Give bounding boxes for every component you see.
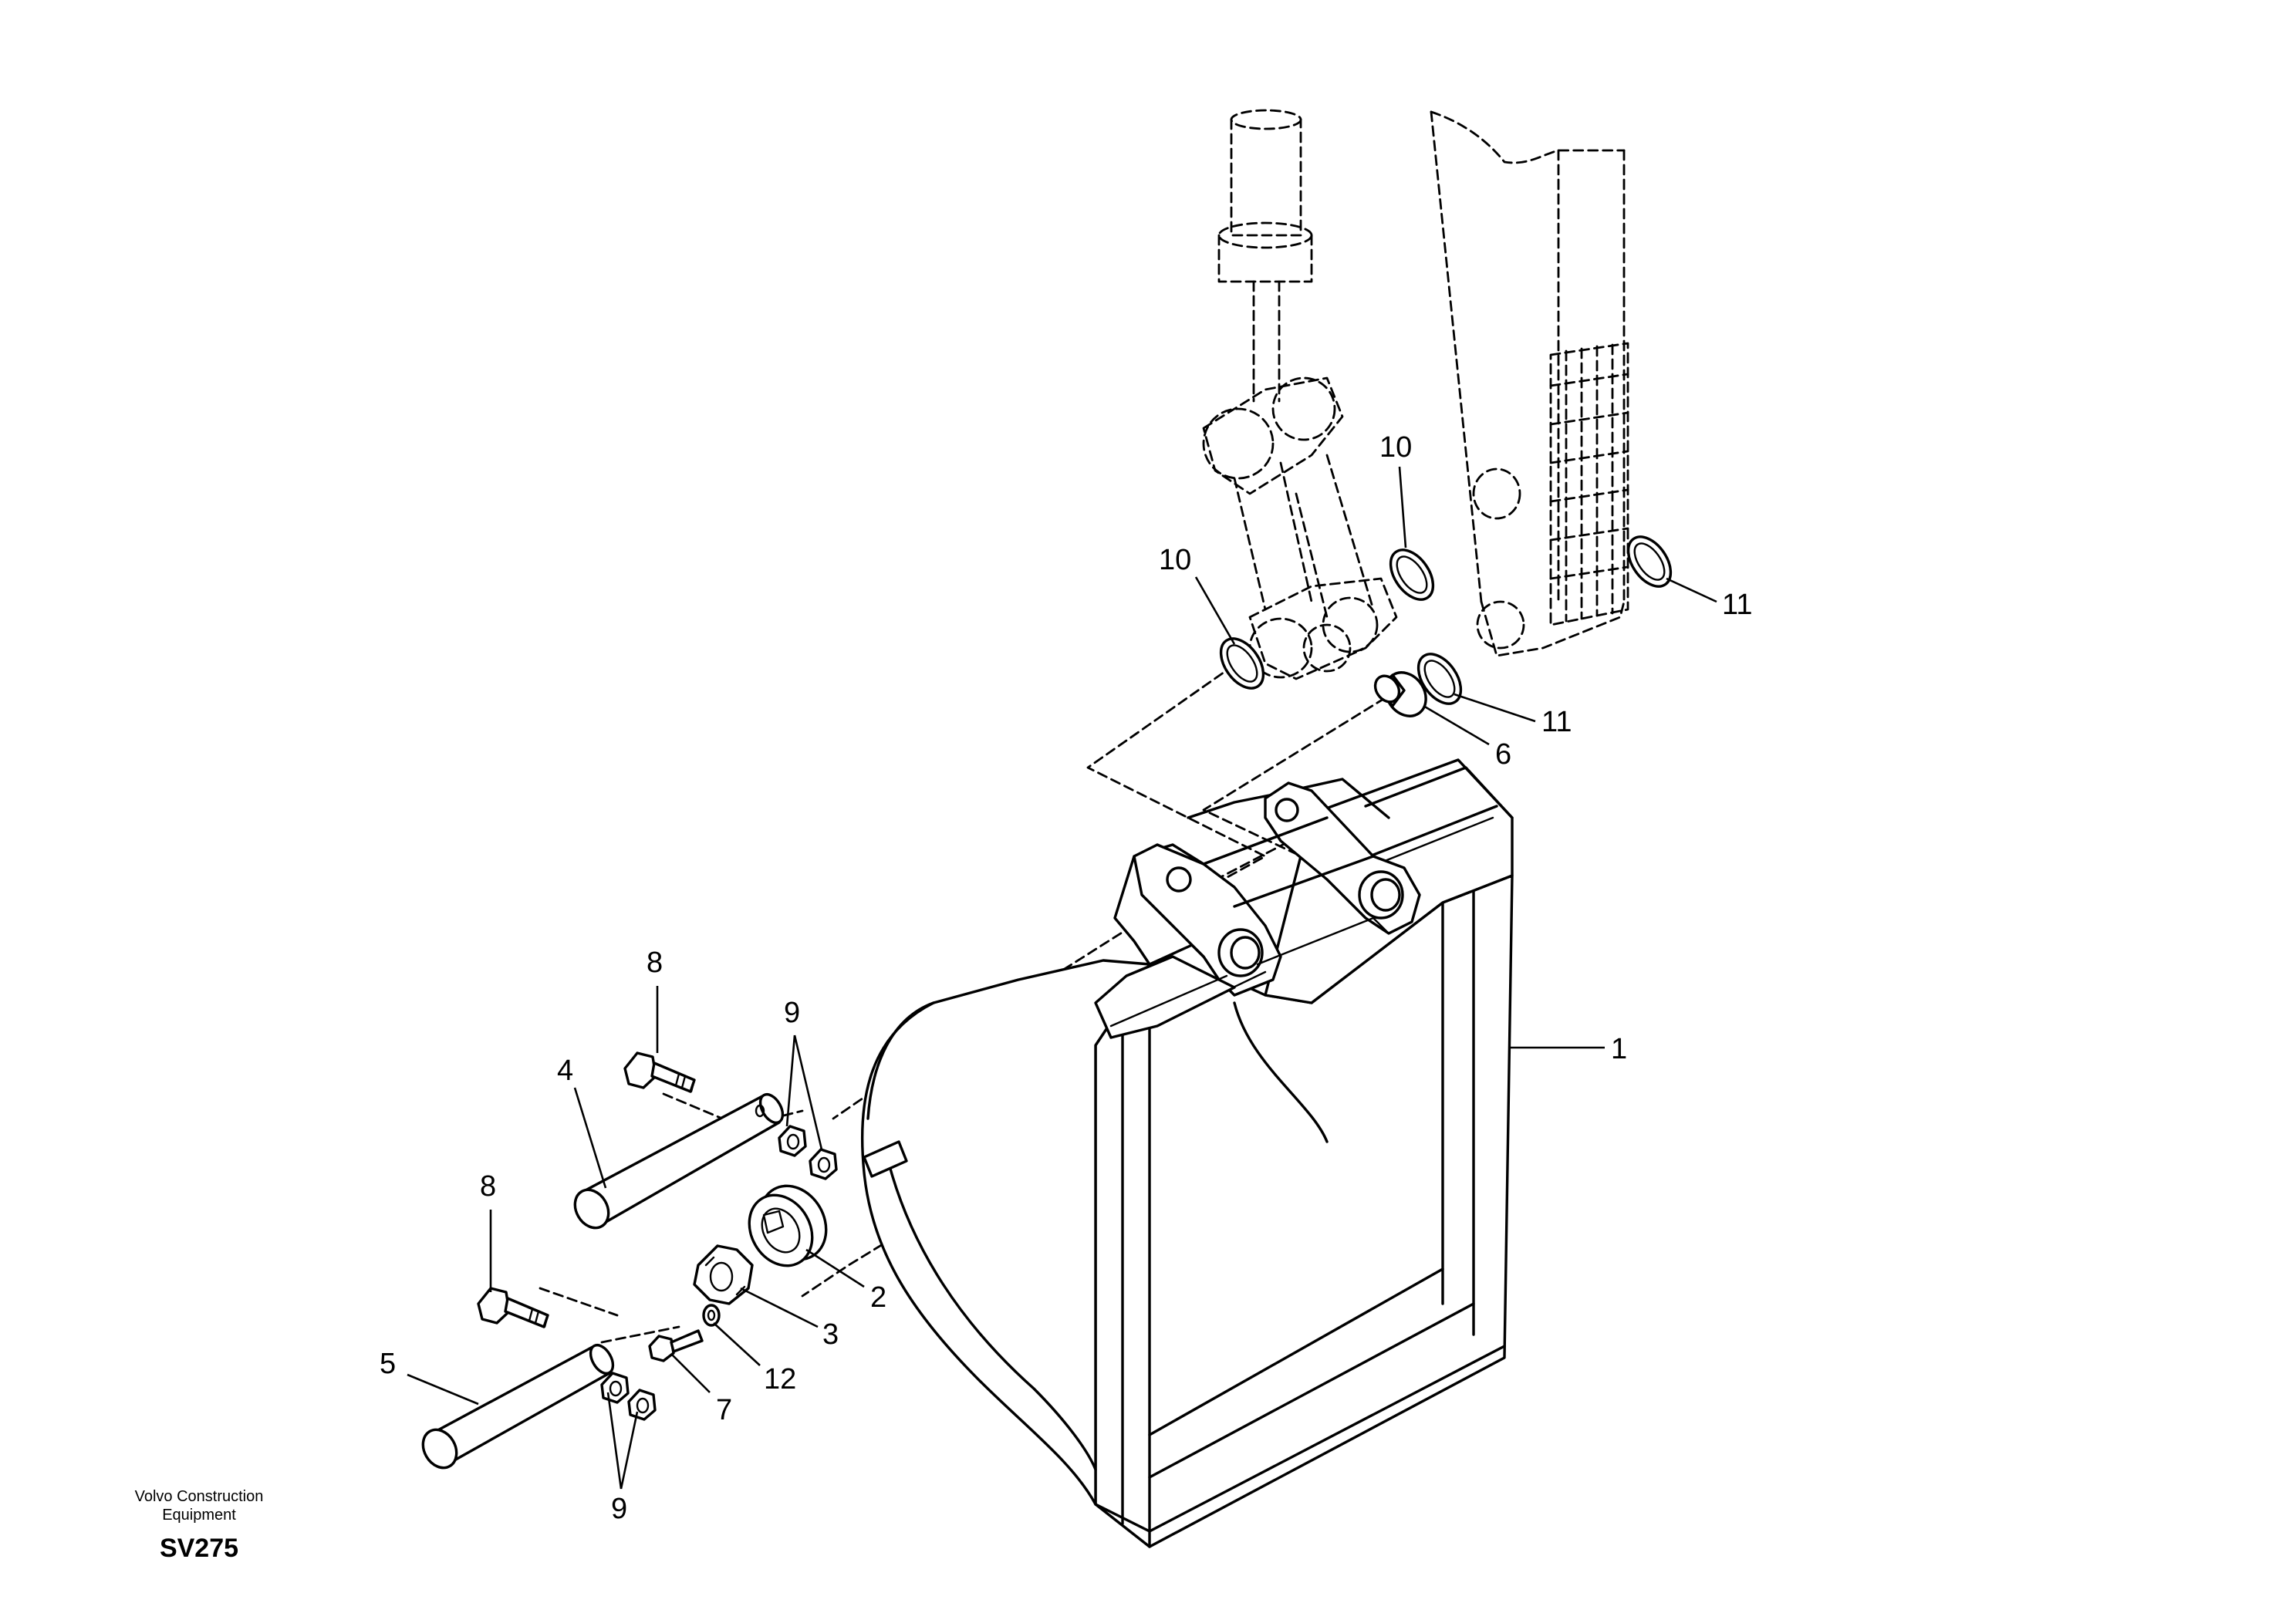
brand-line-1: Volvo Construction [135,1488,264,1505]
pin-5 [421,1343,615,1470]
brand-line-2: Equipment [162,1507,236,1524]
nut-9-upper-b [809,1148,838,1180]
pin-4 [573,1092,785,1230]
plate-3 [693,1244,754,1305]
callout-1: 1 [1611,1033,1627,1065]
shim-2 [748,1184,828,1267]
o-ring-10-right [1389,548,1435,601]
screw-7 [648,1329,704,1362]
callout-numbers: 1 2 3 4 5 6 7 8 8 9 9 10 10 11 11 12 [380,431,1752,1525]
washer-12 [702,1304,721,1327]
callout-12: 12 [764,1363,796,1396]
dipper-arm-ghost [1430,110,1629,657]
o-ring-10-left [1219,637,1265,690]
footer-brand: Volvo Construction Equipment SV275 [135,1488,264,1563]
nut-9-lower-a [600,1372,630,1404]
callout-11-lower: 11 [1541,706,1572,738]
callout-6: 6 [1495,738,1511,771]
callout-2: 2 [870,1281,886,1314]
callout-9-upper: 9 [784,997,800,1029]
bolt-8-lower [477,1287,549,1328]
leader-lines [407,466,1717,1490]
bucket [860,758,1514,1548]
callout-8-lower: 8 [480,1170,496,1203]
spacer-6 [1373,671,1427,717]
callout-7: 7 [716,1394,732,1426]
drawing-code: SV275 [160,1534,238,1563]
callout-4: 4 [557,1055,573,1087]
nut-9-lower-b [627,1389,657,1421]
callout-3: 3 [822,1318,839,1351]
callout-10-right: 10 [1379,431,1412,464]
callout-8-upper: 8 [647,947,663,979]
callout-11-upper: 11 [1722,589,1752,621]
nut-9-upper-a [778,1125,807,1157]
callout-10-left: 10 [1159,544,1191,576]
callout-5: 5 [380,1348,396,1380]
o-ring-11-lower [1416,653,1463,705]
bolt-8-upper [623,1051,696,1093]
o-ring-11-upper [1626,535,1673,588]
callout-9-lower: 9 [611,1493,627,1525]
cylinder-linkage-ghost [1202,109,1398,680]
